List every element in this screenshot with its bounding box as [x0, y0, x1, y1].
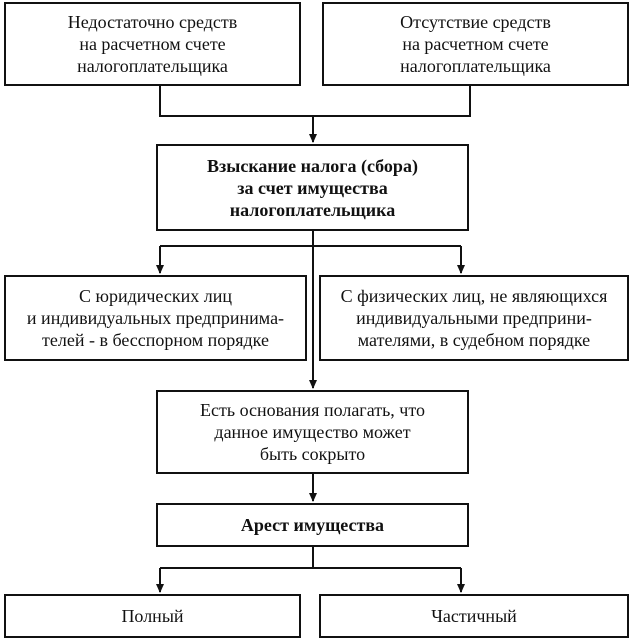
individuals-label: С физических лиц, не являющихся индивиду…: [340, 286, 608, 350]
individuals-box: С физических лиц, не являющихся индивиду…: [319, 275, 629, 361]
legal-entities-box: С юридических лиц и индивидуальных предп…: [4, 275, 307, 361]
absent-funds-label: Отсутствие средств на расчетном счете на…: [400, 12, 551, 76]
property-arrest-label: Арест имущества: [240, 515, 385, 535]
tax-recovery-box: Взыскание налога (сбора) за счет имущест…: [156, 144, 469, 231]
property-arrest-box: Арест имущества: [156, 503, 469, 547]
absent-funds-box: Отсутствие средств на расчетном счете на…: [322, 2, 629, 86]
tax-recovery-label: Взыскание налога (сбора) за счет имущест…: [207, 155, 418, 220]
insufficient-funds-box: Недостаточно средств на расчетном счете …: [4, 2, 301, 86]
full-arrest-box: Полный: [4, 594, 301, 638]
legal-entities-label: С юридических лиц и индивидуальных предп…: [26, 286, 285, 350]
partial-arrest-box: Частичный: [319, 594, 629, 638]
concealment-grounds-box: Есть основания полагать, что данное имущ…: [156, 390, 469, 474]
insufficient-funds-label: Недостаточно средств на расчетном счете …: [67, 12, 238, 76]
partial-arrest-label: Частичный: [431, 606, 517, 626]
concealment-grounds-label: Есть основания полагать, что данное имущ…: [200, 400, 425, 464]
full-arrest-label: Полный: [121, 606, 184, 626]
